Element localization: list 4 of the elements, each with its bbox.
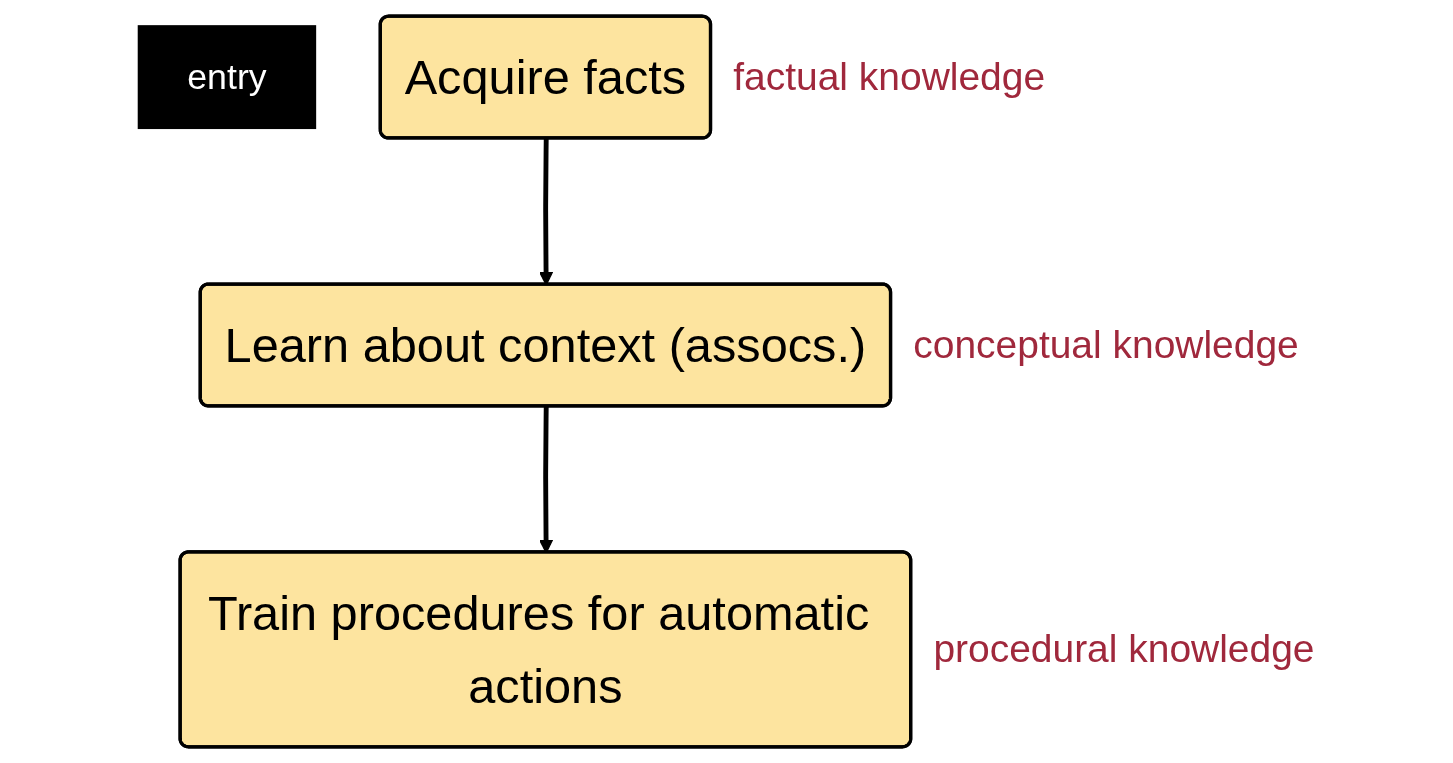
node-box: entry (137, 25, 317, 130)
annotation-text: procedural knowledge (933, 627, 1315, 671)
annotation-text: factual knowledge (733, 55, 1046, 99)
annotation-text: conceptual knowledge (913, 322, 1299, 366)
